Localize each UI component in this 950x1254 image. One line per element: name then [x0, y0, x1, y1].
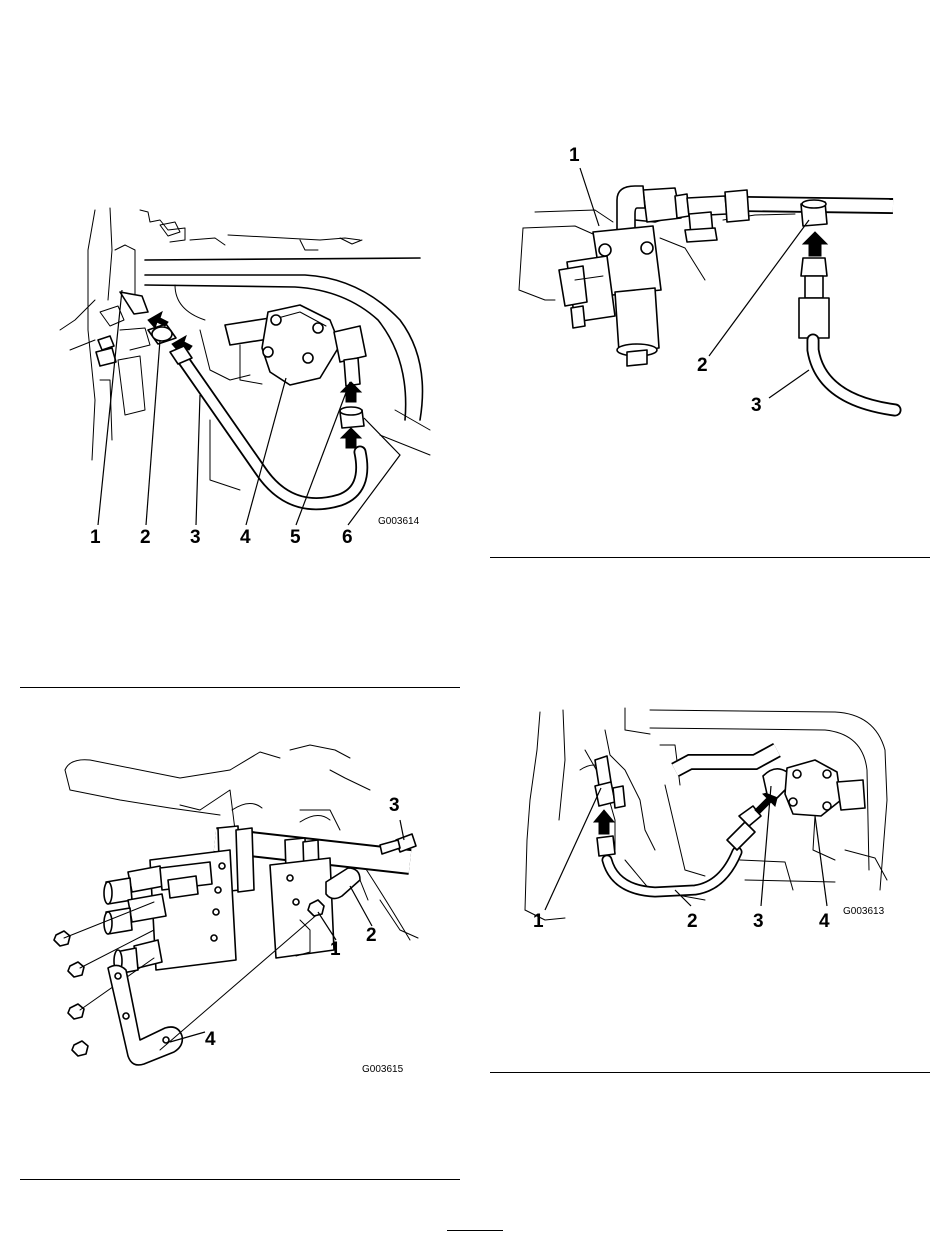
- section-divider: [490, 557, 930, 558]
- figure-code: G003613: [843, 906, 884, 918]
- figure-hydraulic-hose-routing: 1 2 3 4 G003613: [475, 690, 950, 1070]
- figure-pressure-switch-hose: 1 2 3: [475, 0, 950, 560]
- figure-hose-fitting-installation-drawing: [0, 0, 475, 560]
- callout-1: 1: [569, 146, 580, 166]
- figure-bracket-mounting-drawing: [0, 690, 475, 1110]
- callout-2: 2: [687, 912, 698, 932]
- section-divider: [490, 1072, 930, 1073]
- callout-6: 6: [342, 528, 353, 548]
- callout-5: 5: [290, 528, 301, 548]
- callout-4: 4: [819, 912, 830, 932]
- callout-1: 1: [90, 528, 101, 548]
- figure-hydraulic-hose-routing-drawing: [475, 690, 950, 1070]
- figure-pressure-switch-hose-drawing: [475, 0, 950, 560]
- section-divider: [20, 687, 460, 688]
- callout-4: 4: [205, 1030, 216, 1050]
- callout-2: 2: [366, 926, 377, 946]
- figure-hose-fitting-installation: 1 2 3 4 5 6 G003614: [0, 0, 475, 560]
- page-number-rule: [447, 1230, 503, 1247]
- callout-1: 1: [330, 940, 341, 960]
- callout-2: 2: [140, 528, 151, 548]
- section-divider: [20, 1179, 460, 1180]
- figure-code: G003615: [362, 1064, 403, 1076]
- callout-1: 1: [533, 912, 544, 932]
- callout-3: 3: [751, 396, 762, 416]
- figure-code: G003614: [378, 516, 419, 528]
- figure-bracket-mounting: 1 2 3 4 G003615: [0, 690, 475, 1110]
- callout-4: 4: [240, 528, 251, 548]
- callout-2: 2: [697, 356, 708, 376]
- callout-3: 3: [389, 796, 400, 816]
- callout-3: 3: [190, 528, 201, 548]
- callout-3: 3: [753, 912, 764, 932]
